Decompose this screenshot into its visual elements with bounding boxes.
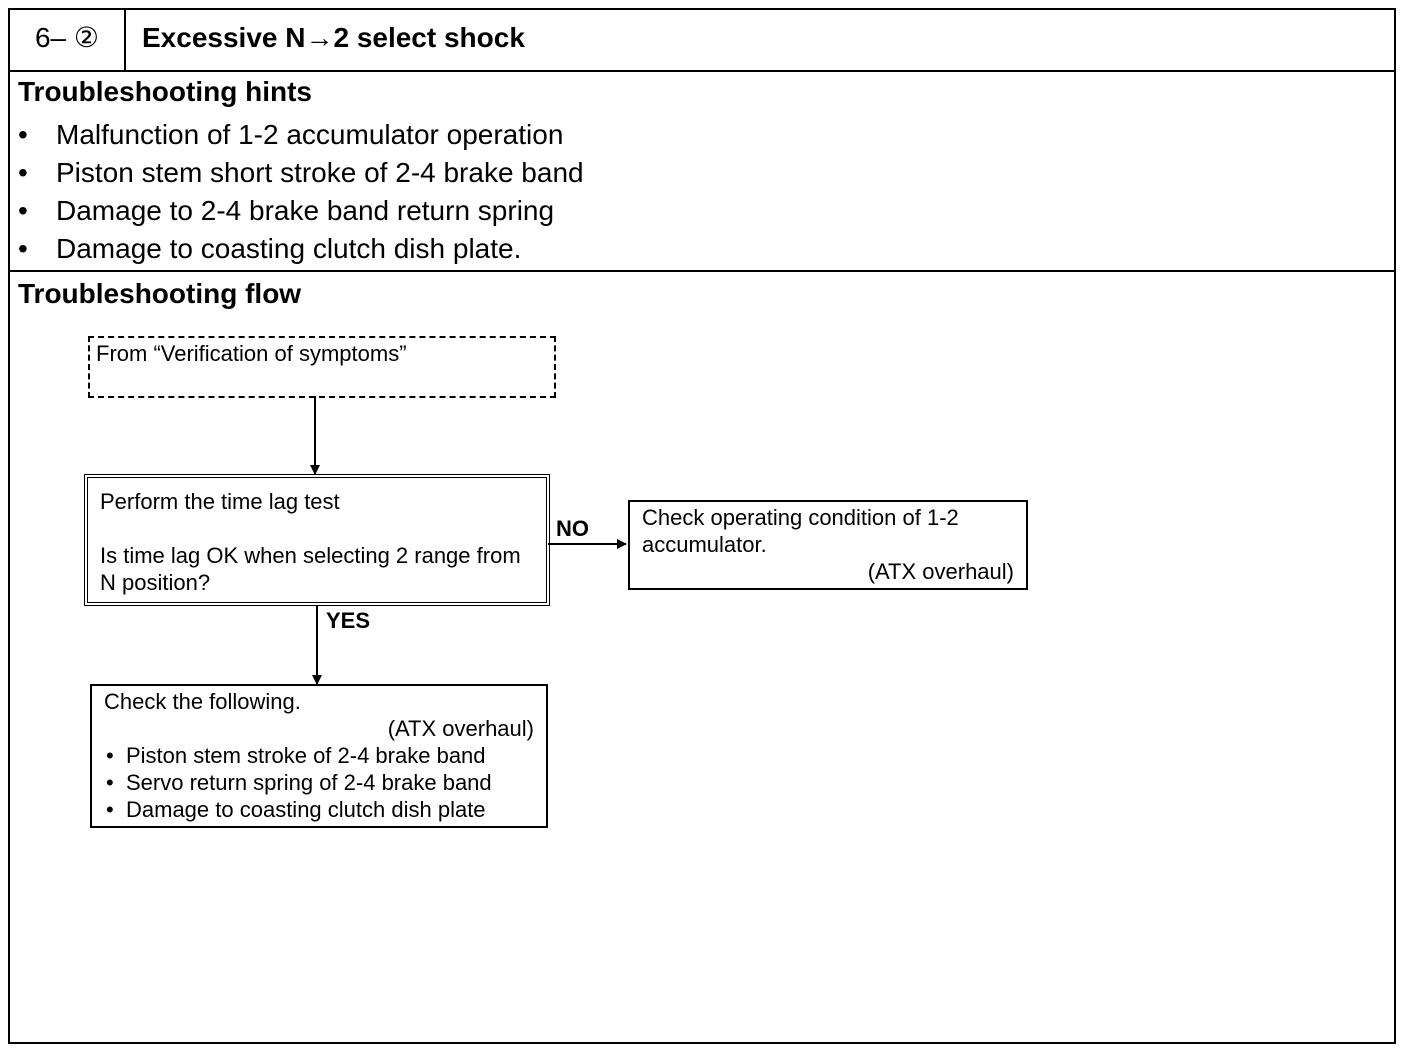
hint-item: Piston stem short stroke of 2-4 brake ba… bbox=[18, 154, 584, 192]
hint-item: Malfunction of 1-2 accumulator operation bbox=[18, 116, 584, 154]
flow-section: Troubleshooting flow From “Verification … bbox=[10, 274, 1394, 1044]
time-lag-test-box: Perform the time lag test Is time lag OK… bbox=[84, 474, 550, 606]
check-list: Piston stem stroke of 2-4 brake band Ser… bbox=[104, 742, 534, 823]
flow-connectors bbox=[310, 396, 627, 685]
check-item: Piston stem stroke of 2-4 brake band bbox=[104, 742, 534, 769]
yes-result-text: Check the following. bbox=[104, 689, 301, 714]
no-result-box: Check operating condition of 1-2 accumul… bbox=[628, 500, 1028, 590]
hint-item: Damage to 2-4 brake band return spring bbox=[18, 192, 584, 230]
hints-section: Troubleshooting hints Malfunction of 1-2… bbox=[10, 72, 1394, 272]
check-item: Damage to coasting clutch dish plate bbox=[104, 796, 534, 823]
yes-result-box: Check the following. (ATX overhaul) Pist… bbox=[90, 684, 548, 828]
header-row: 6– ② Excessive N→2 select shock bbox=[10, 10, 1394, 72]
no-result-ref: (ATX overhaul) bbox=[867, 559, 1014, 584]
flow-title: Troubleshooting flow bbox=[18, 278, 302, 309]
check-item: Servo return spring of 2-4 brake band bbox=[104, 769, 534, 796]
procedure-frame: 6– ② Excessive N→2 select shock Troubles… bbox=[8, 8, 1396, 1044]
yes-result-ref: (ATX overhaul) bbox=[387, 716, 534, 741]
hints-list: Malfunction of 1-2 accumulator operation… bbox=[18, 116, 584, 268]
hints-title: Troubleshooting hints bbox=[18, 76, 312, 107]
test-instruction: Perform the time lag test bbox=[100, 489, 340, 514]
procedure-number: 6– ② bbox=[10, 10, 126, 70]
no-result-text: Check operating condition of 1-2 accumul… bbox=[642, 505, 959, 557]
no-label: NO bbox=[556, 516, 589, 541]
start-box: From “Verification of symptoms” bbox=[88, 336, 556, 398]
test-question: Is time lag OK when selecting 2 range fr… bbox=[100, 543, 521, 595]
hint-item: Damage to coasting clutch dish plate. bbox=[18, 230, 584, 268]
procedure-title: Excessive N→2 select shock bbox=[142, 22, 525, 53]
yes-label: YES bbox=[326, 608, 371, 633]
